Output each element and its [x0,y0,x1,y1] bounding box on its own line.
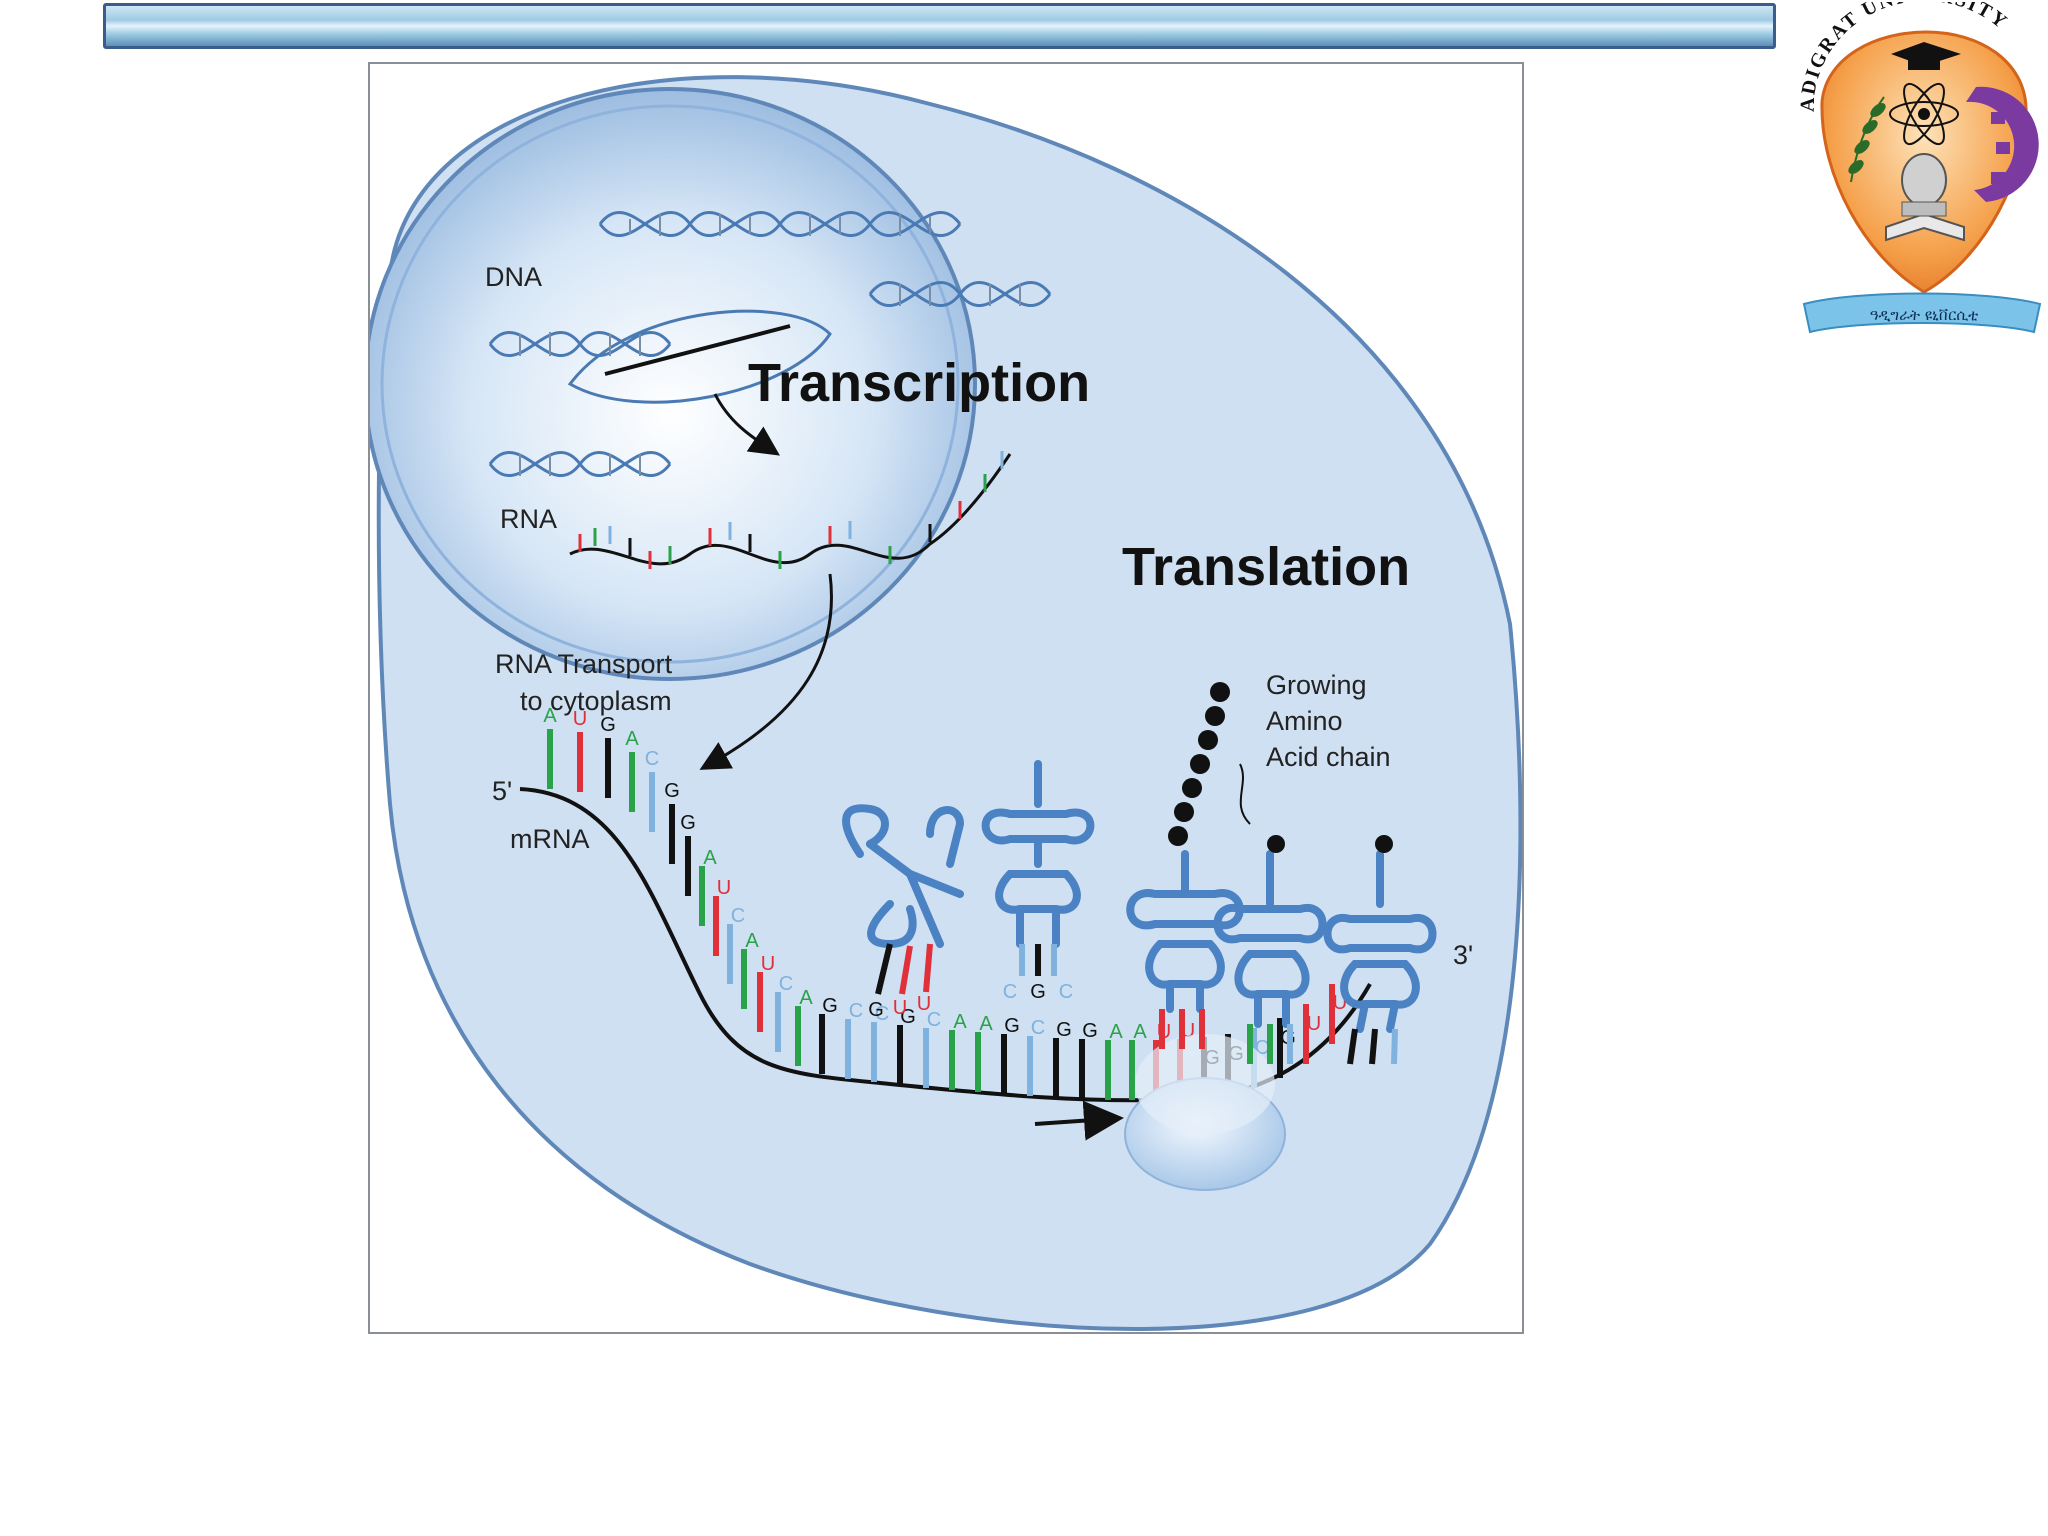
transcription-arrow [713,393,780,456]
translation-label: Translation [1122,537,1411,597]
svg-text:A: A [1133,1021,1147,1043]
svg-text:A: A [979,1013,993,1035]
anticodon-letter: G [1030,981,1046,1003]
svg-text:G: G [664,780,680,802]
trna-molecule [1213,850,1327,1028]
rna-label: RNA [500,504,558,534]
rna-transport-label-line2: to cytoplasm [520,686,672,716]
svg-text:C: C [731,905,745,927]
ribosome-direction-arrow [1034,1100,1124,1141]
svg-text:A: A [543,705,557,727]
svg-text:U: U [1307,1013,1321,1035]
rna-transport-label-line1: RNA Transport [495,649,673,679]
trna-molecule [1323,850,1437,1033]
svg-text:A: A [625,728,639,750]
anticodon-letter: U [893,997,907,1019]
svg-text:C: C [645,748,659,770]
trna-molecule [981,760,1095,948]
svg-text:G: G [1056,1019,1072,1041]
svg-text:G: G [1082,1020,1098,1042]
logo-ribbon-text: ዓዲግራት ዩኒቨርሲቲ [1870,306,1979,324]
dna-label: DNA [485,262,543,292]
svg-text:G: G [1004,1015,1020,1037]
rna-strand [569,451,1012,569]
atom-icon [1889,82,1959,146]
rna-transport-arrow [699,573,833,770]
svg-text:C: C [1031,1017,1045,1039]
logo-ribbon [1802,292,2042,334]
three-prime-label: 3' [1453,940,1474,970]
amino-label-line2: Amino [1266,706,1343,736]
svg-text:U: U [573,708,587,730]
diagram-canvas: A U G A C G G A U C A U C A G C C G C A … [370,75,1522,1331]
nucleus [370,87,977,681]
dna-helix [488,210,1052,478]
svg-text:A: A [703,847,717,869]
svg-text:C: C [849,1000,863,1022]
laurel-branch-icon [1848,96,1886,183]
five-prime-label: 5' [492,776,513,806]
amino-label-line3: Acid chain [1266,742,1391,772]
svg-text:C: C [927,1009,941,1031]
graduation-cap-icon [1891,42,1961,70]
title-bar-decoration [103,3,1776,49]
anticodon-letter: G [868,999,884,1021]
svg-text:A: A [745,930,759,952]
svg-text:A: A [1109,1021,1123,1043]
amino-acid-chain [1168,682,1393,853]
svg-text:C: C [875,1003,889,1025]
svg-text:A: A [953,1011,967,1033]
svg-text:G: G [600,714,616,736]
gear-icon [1966,86,2039,202]
svg-text:C: C [779,973,793,995]
amino-label-line1: Growing [1266,670,1367,700]
amino-chain-pointer [1239,763,1251,825]
anticodon-letter: C [1059,981,1073,1003]
transcription-translation-figure: A U G A C G G A U C A U C A G C C G C A … [368,62,1524,1334]
svg-text:G: G [900,1006,916,1028]
anticodon-letter: U [917,993,931,1015]
book-icon [1885,153,1965,242]
trna-molecule [1126,850,1244,1013]
svg-text:G: G [822,995,838,1017]
svg-text:U: U [717,877,731,899]
svg-text:U: U [761,953,775,975]
university-logo: ADIGRAT UNIVERSITY [1796,0,2048,347]
anticodon-letter: C [1003,981,1017,1003]
svg-text:A: A [799,987,813,1009]
svg-text:G: G [680,812,696,834]
mrna-label: mRNA [510,824,590,854]
transcription-label: Transcription [748,353,1091,413]
